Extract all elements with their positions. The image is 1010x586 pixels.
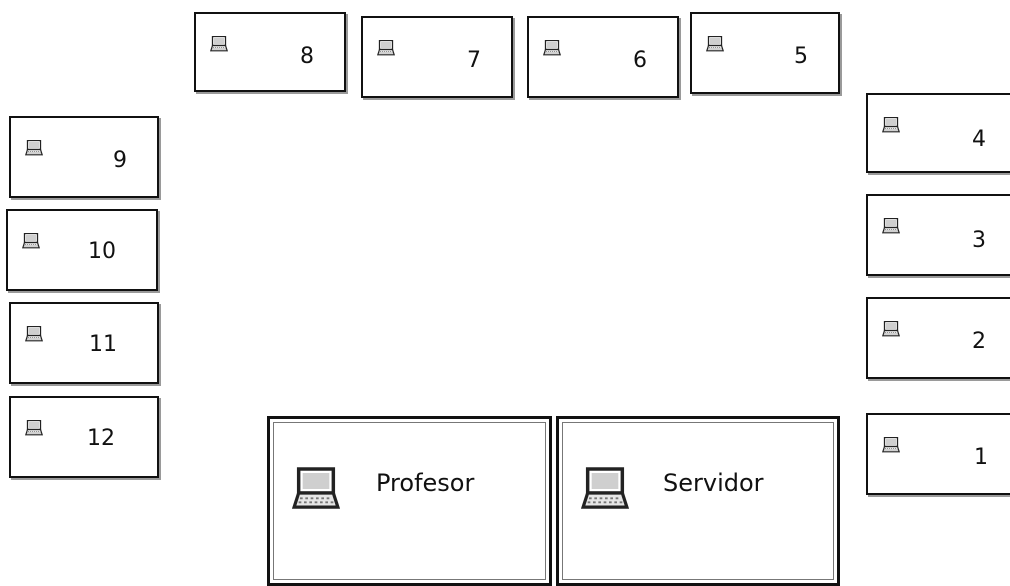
laptop-icon: [22, 233, 40, 249]
laptop-icon: [706, 36, 724, 52]
laptop-icon: [25, 420, 43, 436]
workstation-number: 4: [972, 127, 986, 152]
laptop-icon: [882, 321, 900, 337]
workstation-number: 9: [113, 148, 127, 173]
workstation-11[interactable]: 11: [9, 302, 159, 384]
laptop-icon: [25, 140, 43, 156]
workstation-number: 12: [87, 426, 115, 451]
laptop-icon: [292, 467, 340, 511]
laptop-icon: [377, 40, 395, 56]
workstation-number: 3: [972, 228, 986, 253]
workstation-3[interactable]: 3: [866, 194, 1010, 276]
workstation-8[interactable]: 8: [194, 12, 346, 92]
teacher-label: Profesor: [376, 469, 475, 497]
workstation-number: 10: [88, 239, 116, 264]
laptop-icon: [210, 36, 228, 52]
workstation-12[interactable]: 12: [9, 396, 159, 478]
workstation-10[interactable]: 10: [6, 209, 158, 291]
server-workstation[interactable]: Servidor: [556, 416, 840, 586]
workstation-number: 6: [633, 48, 647, 73]
server-label: Servidor: [663, 469, 764, 497]
workstation-number: 2: [972, 329, 986, 354]
workstation-number: 1: [974, 445, 988, 470]
laptop-icon: [581, 467, 629, 511]
workstation-2[interactable]: 2: [866, 297, 1010, 379]
workstation-9[interactable]: 9: [9, 116, 159, 198]
laptop-icon: [25, 326, 43, 342]
laptop-icon: [882, 117, 900, 133]
workstation-number: 5: [794, 44, 808, 69]
workstation-6[interactable]: 6: [527, 16, 679, 98]
laptop-icon: [882, 218, 900, 234]
teacher-workstation[interactable]: Profesor: [267, 416, 552, 586]
workstation-4[interactable]: 4: [866, 93, 1010, 173]
workstation-1[interactable]: 1: [866, 413, 1010, 495]
workstation-7[interactable]: 7: [361, 16, 513, 98]
workstation-number: 7: [467, 48, 481, 73]
workstation-number: 11: [89, 332, 117, 357]
laptop-icon: [543, 40, 561, 56]
laptop-icon: [882, 437, 900, 453]
workstation-number: 8: [300, 44, 314, 69]
workstation-5[interactable]: 5: [690, 12, 840, 94]
